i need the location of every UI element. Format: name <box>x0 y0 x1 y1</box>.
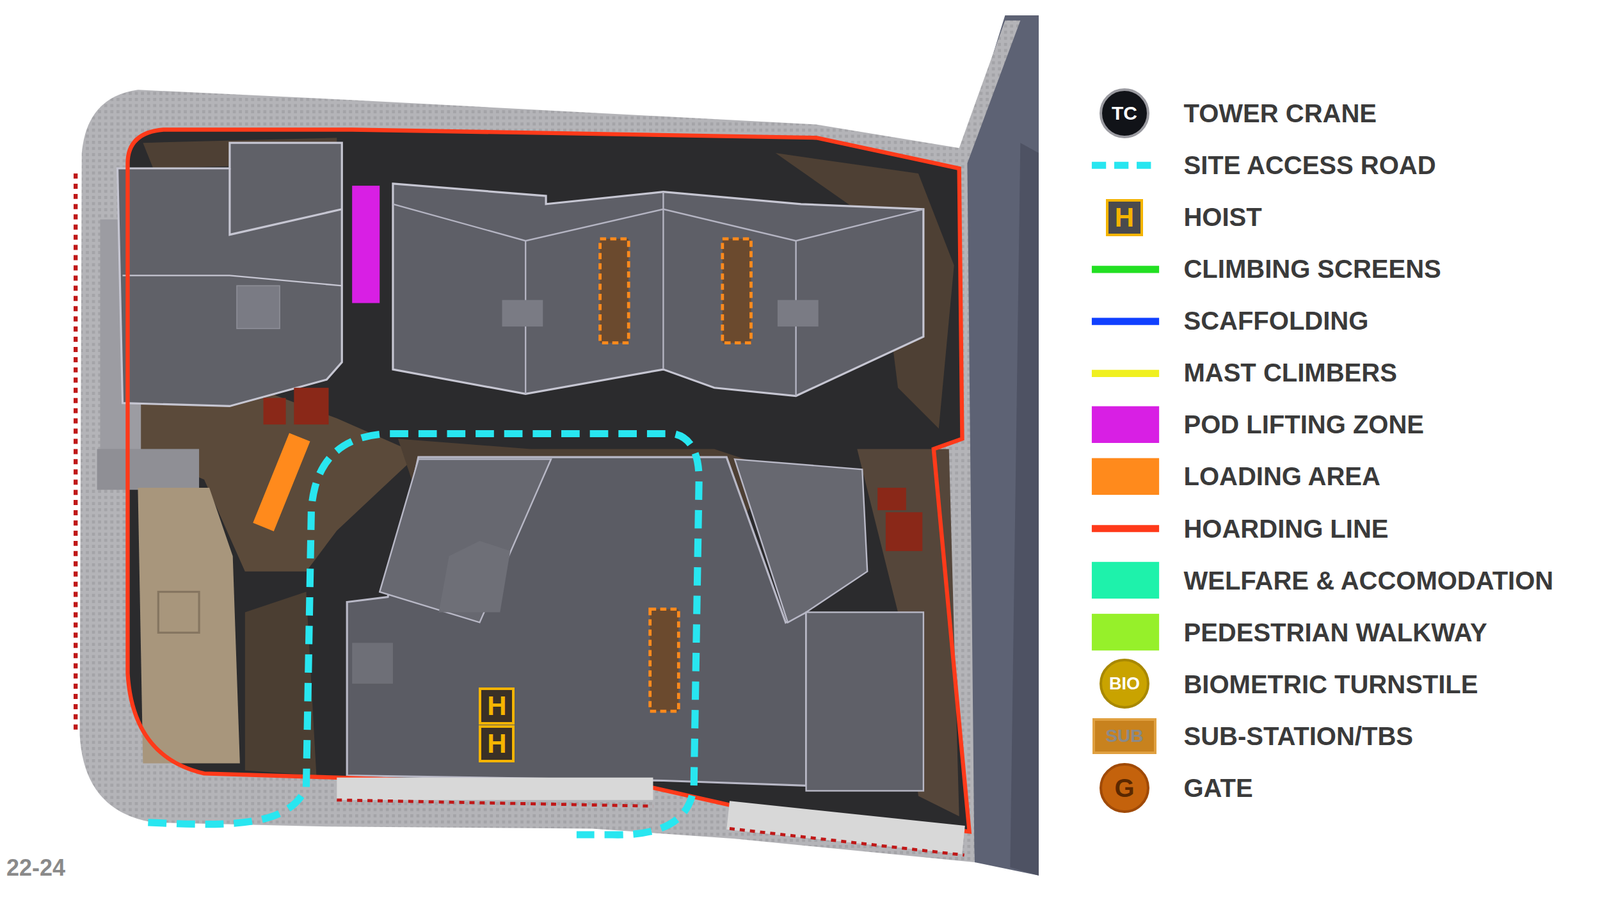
drawing-number: 22-24 <box>6 854 66 882</box>
legend-label: GATE <box>1183 773 1253 802</box>
icon-letter: BIO <box>1109 675 1140 693</box>
legend-label: SUB-STATION/TBS <box>1183 721 1414 751</box>
legend-label: CLIMBING SCREENS <box>1183 254 1441 283</box>
icon-letter: H <box>487 730 507 758</box>
legend-swatch <box>1091 613 1160 651</box>
tower-crane-icon: TC <box>1098 87 1151 139</box>
icon-letter: H <box>487 692 507 720</box>
hoist-icon: H <box>1105 199 1144 237</box>
legend-label: TOWER CRANE <box>1183 99 1376 128</box>
legend-swatch <box>1091 561 1160 599</box>
legend-label: MAST CLIMBERS <box>1183 358 1397 387</box>
hoist-symbol: H <box>478 725 515 763</box>
legend-label: PEDESTRIAN WALKWAY <box>1183 618 1487 647</box>
gate-icon: G <box>1098 762 1151 814</box>
legend-swatch <box>1091 458 1160 495</box>
turnstile-icon: BIO <box>1098 657 1151 710</box>
hoist-symbol: H <box>478 687 515 725</box>
icon-letter: TC <box>1111 103 1138 123</box>
icon-letter: G <box>1114 775 1135 801</box>
legend-swatch <box>1091 406 1160 443</box>
legend-label: SCAFFOLDING <box>1183 306 1369 335</box>
legend-label: HOIST <box>1183 202 1262 232</box>
icon-letter: H <box>1114 204 1135 232</box>
legend-label: LOADING AREA <box>1183 462 1380 491</box>
legend-label: POD LIFTING ZONE <box>1183 410 1424 439</box>
legend-label: HOARDING LINE <box>1183 514 1389 543</box>
legend-label: BIOMETRIC TURNSTILE <box>1183 670 1478 699</box>
legend-label: SITE ACCESS ROAD <box>1183 151 1436 180</box>
icon-letter: SUB <box>1105 727 1144 745</box>
legend-label: WELFARE & ACCOMODATION <box>1183 566 1554 595</box>
substation-icon: SUB <box>1092 718 1157 754</box>
